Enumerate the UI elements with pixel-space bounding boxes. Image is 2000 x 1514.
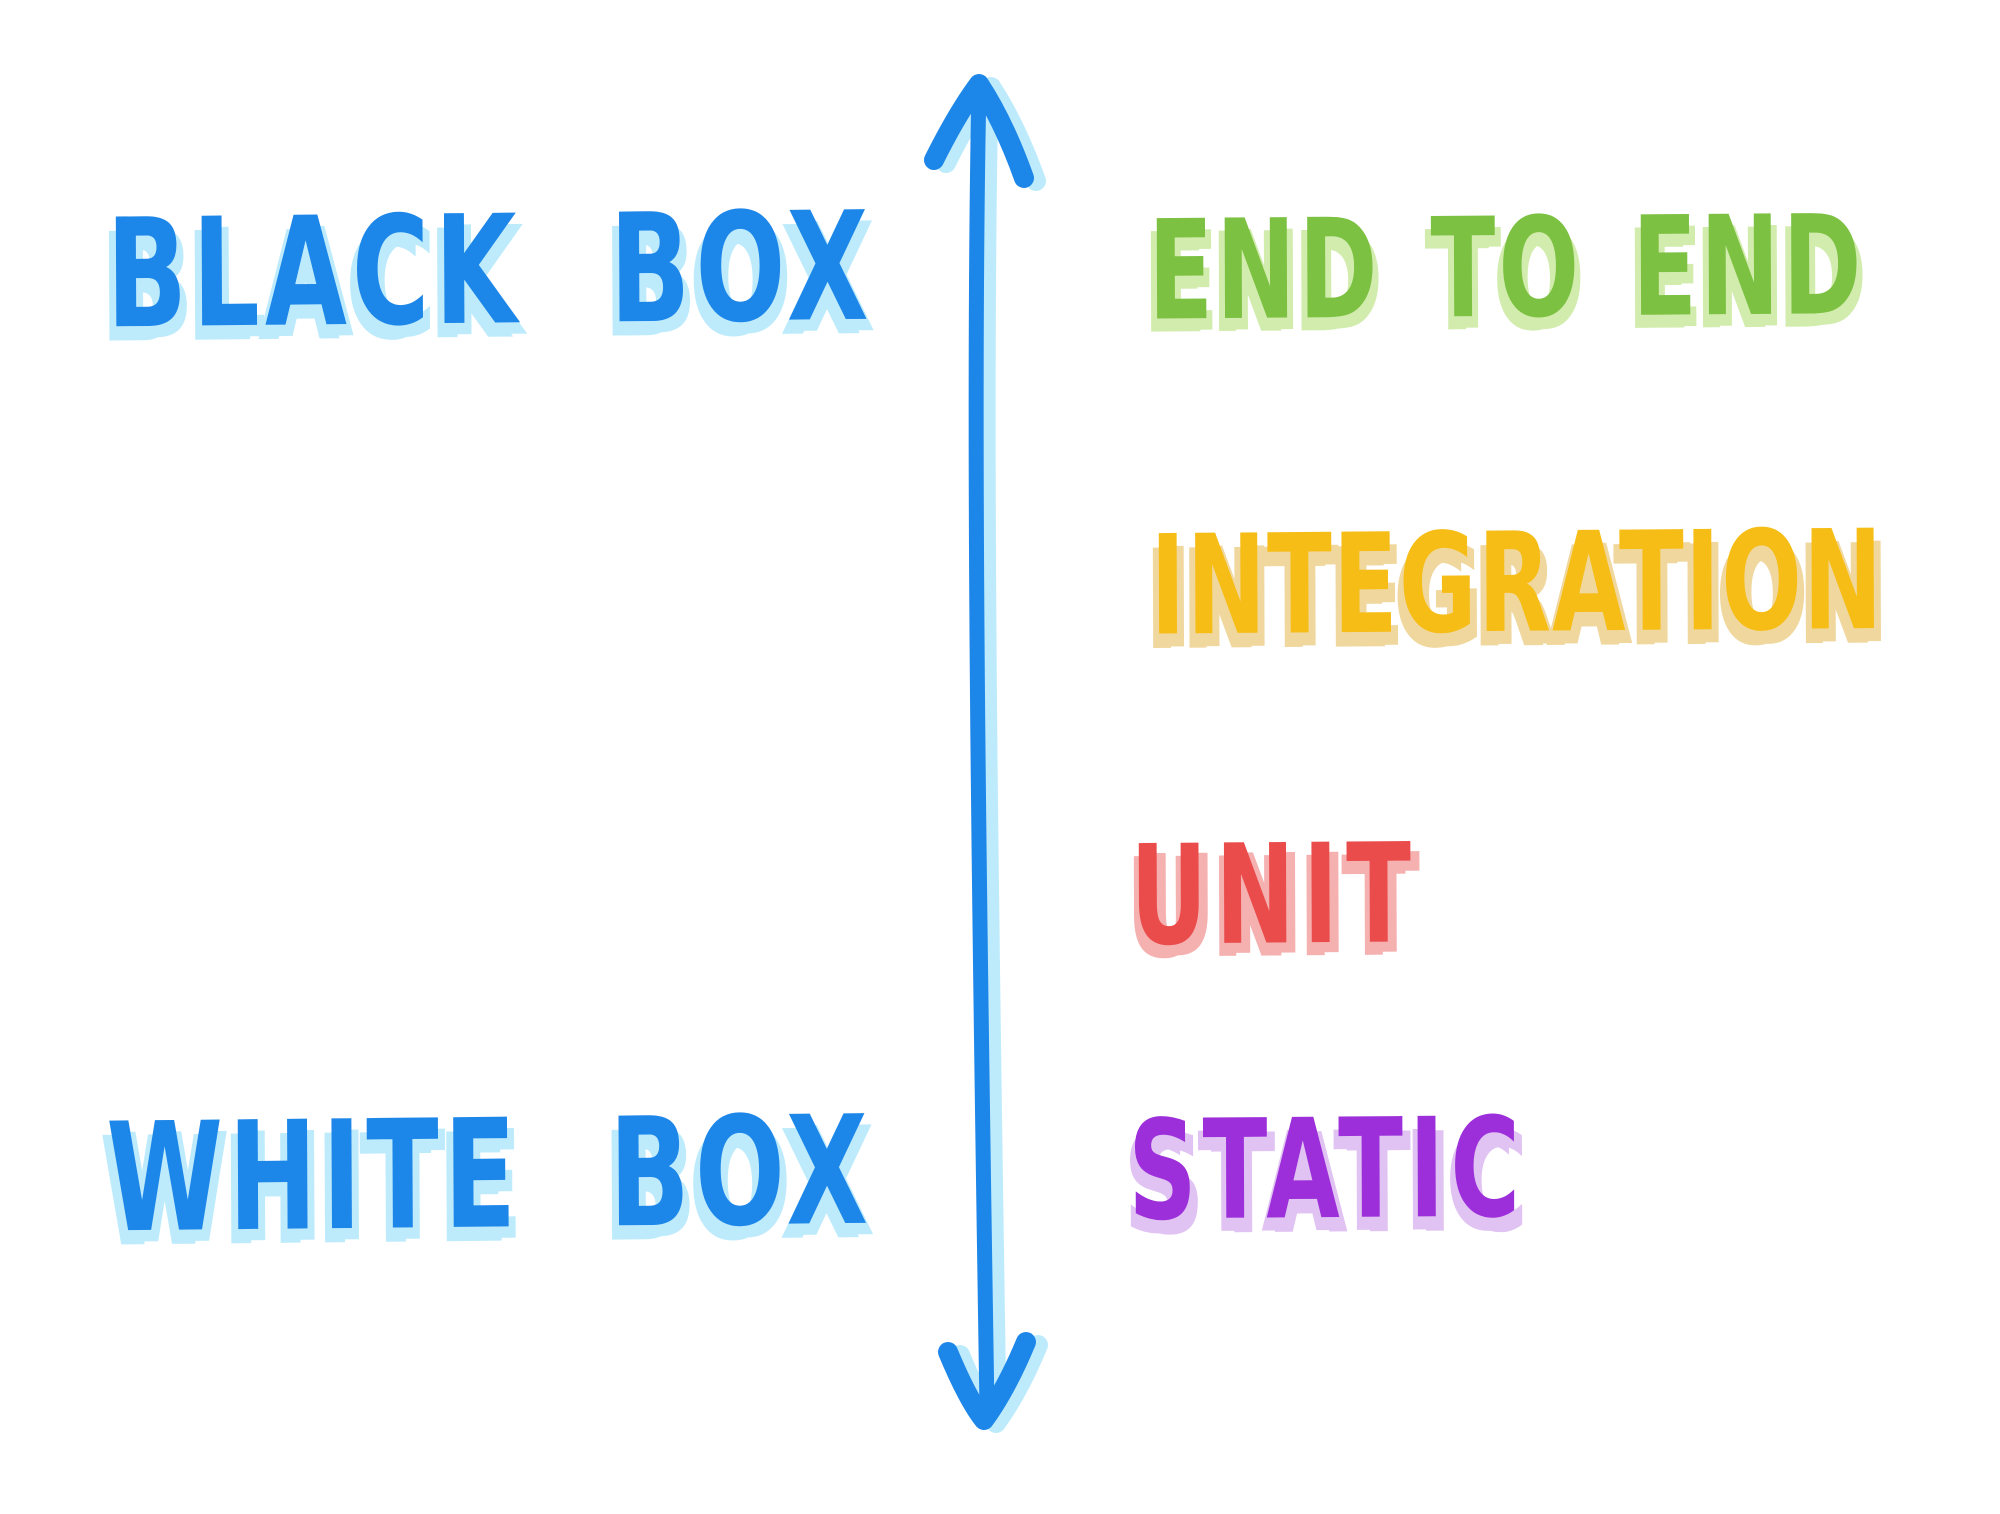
axis-arrow-shadow (936, 77, 1048, 1433)
axis-shaft (968, 78, 995, 1418)
axis-arrowhead-bottom (938, 1332, 1036, 1430)
axis-arrowhead-top (924, 74, 1034, 188)
label-white-box: WHITE BOX (105, 1083, 874, 1266)
label-end-to-end: END TO END (1147, 186, 1865, 352)
axis-arrow-stroke (924, 74, 1036, 1430)
label-black-box: BLACK BOX (105, 179, 874, 362)
label-integration: INTEGRATION (1149, 501, 1884, 667)
label-static: STATIC (1127, 1089, 1527, 1252)
label-unit: UNIT (1129, 815, 1420, 977)
